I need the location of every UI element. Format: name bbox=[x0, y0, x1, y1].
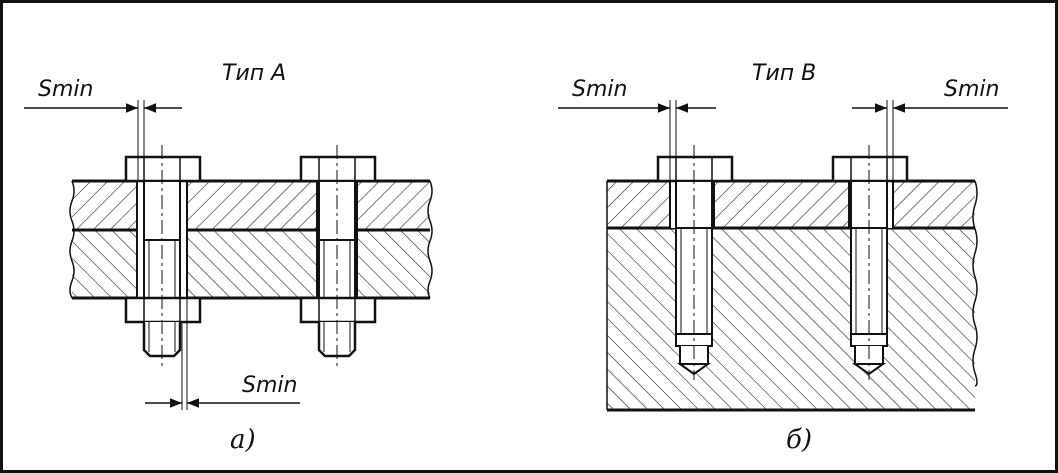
top-plate-b bbox=[607, 181, 975, 228]
gap-label-right-b: Smin bbox=[944, 77, 999, 102]
caption-a: а) bbox=[230, 425, 256, 455]
bolt-2-a bbox=[299, 145, 377, 368]
diagram-type-a: Тип А Smin Smin а) bbox=[24, 61, 433, 455]
dimension-bottom-a bbox=[145, 298, 300, 410]
gap-label-top-a: Smin bbox=[38, 77, 93, 102]
title-type-a: Тип А bbox=[222, 61, 286, 86]
bottom-plate-a bbox=[72, 230, 430, 298]
bolt-2-b bbox=[831, 145, 909, 380]
caption-b: б) bbox=[786, 425, 812, 455]
top-plate-a bbox=[72, 181, 430, 230]
title-type-b: Тип В bbox=[752, 61, 816, 86]
bottom-body-b bbox=[607, 228, 975, 410]
bolt-1-a bbox=[124, 145, 202, 368]
gap-label-left-b: Smin bbox=[572, 77, 627, 102]
gap-label-bottom-a: Smin bbox=[242, 373, 297, 398]
dimension-right-b bbox=[852, 100, 1008, 181]
dimension-left-b bbox=[558, 100, 716, 181]
dimension-top-a bbox=[24, 100, 182, 181]
diagram-type-b: Тип В Smin Smin б) bbox=[558, 61, 1008, 455]
